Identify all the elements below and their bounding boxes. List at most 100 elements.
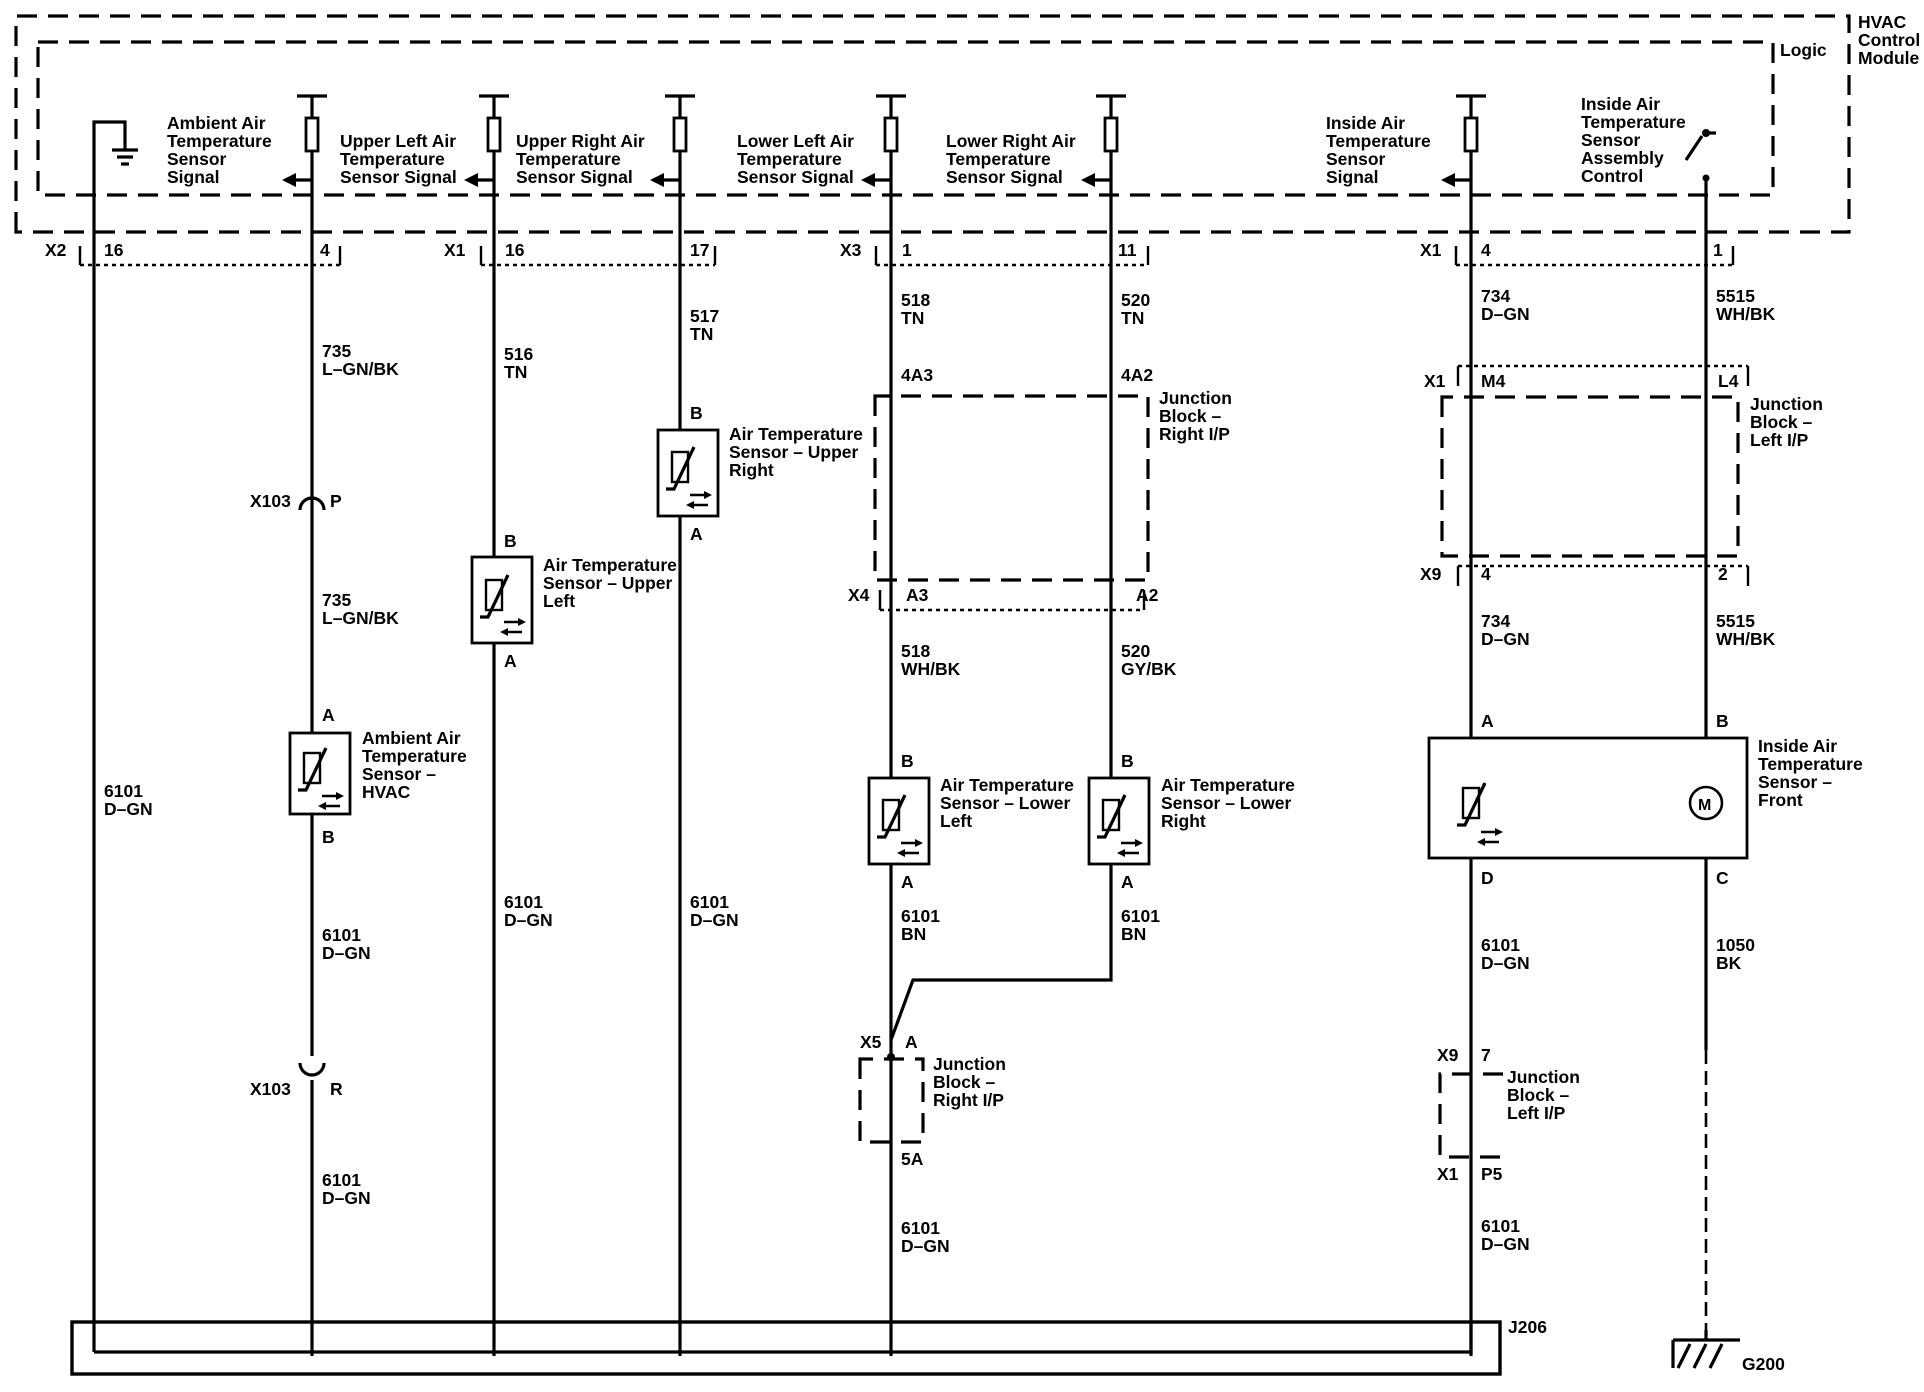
upper-right-pin-a: A — [690, 524, 703, 544]
upper-right-pin-b: B — [690, 403, 703, 423]
inside-pin-a: A — [1481, 711, 1494, 731]
connector-x1-a-pin-17: 17 — [690, 240, 709, 260]
inline-connector-x103-p: X103 P — [250, 491, 342, 543]
connector-x1-a-pin-16: 16 — [505, 240, 525, 260]
connector-x3-pin-1: 1 — [902, 240, 912, 260]
x1c-pin-p5: P5 — [1481, 1164, 1503, 1184]
upper-left-pin-b: B — [504, 531, 517, 551]
connector-x2-pin-16: 16 — [104, 240, 124, 260]
pullup-inside — [1441, 94, 1486, 232]
ground-g200-icon: G200 — [1671, 1330, 1785, 1374]
motor-letter: M — [1698, 797, 1711, 814]
lower-right-pin-b: B — [1121, 751, 1134, 771]
jbl-pin-l4: L4 — [1718, 371, 1739, 391]
pullup-lower-left — [861, 94, 906, 232]
jbl-x1-label: X1 — [1424, 371, 1446, 391]
x103-pin-p: P — [330, 491, 342, 511]
pullup-upper-left — [464, 94, 509, 232]
ambient-pin-b: B — [322, 827, 335, 847]
connector-x2-label: X2 — [45, 240, 67, 260]
lower-left-pin-a: A — [901, 872, 914, 892]
jbl-pin-m4: M4 — [1481, 371, 1506, 391]
x9-label: X9 — [1420, 564, 1442, 584]
connector-x1-b-pin-4: 4 — [1481, 240, 1491, 260]
connector-x3-label: X3 — [840, 240, 862, 260]
connector-x2-pin-4: 4 — [320, 240, 330, 260]
x9b-pin-7: 7 — [1481, 1045, 1491, 1065]
wires — [92, 160, 1708, 1356]
pullup-lower-right — [1081, 94, 1126, 232]
connector-x1-a-label: X1 — [444, 240, 466, 260]
x4-pin-a2: A2 — [1136, 585, 1159, 605]
connector-x1-b-label: X1 — [1420, 240, 1442, 260]
logic-label: Logic — [1780, 40, 1827, 60]
lower-left-pin-b: B — [901, 751, 914, 771]
inside-pin-b: B — [1716, 711, 1729, 731]
x4-pin-a3: A3 — [906, 585, 929, 605]
splice-pack-j206: J206 — [70, 1317, 1547, 1376]
jbr-pin-4a3: 4A3 — [901, 365, 933, 385]
pullup-upper-right — [650, 94, 695, 232]
pullup-ambient — [282, 94, 327, 232]
jbr-pin-4a2: 4A2 — [1121, 365, 1153, 385]
connector-x2: X2 16 4 — [45, 240, 342, 267]
inline-connector-x103-r: X103 R — [250, 1062, 343, 1099]
switch-inside-control-icon — [1684, 129, 1716, 232]
x1c-label: X1 — [1437, 1164, 1459, 1184]
x103-pin-r: R — [330, 1079, 343, 1099]
connector-x3-pin-11: 11 — [1118, 240, 1137, 260]
connector-x1-a: X1 16 17 — [444, 240, 717, 267]
x103-label-r: X103 — [250, 1079, 291, 1099]
x5-label: X5 — [860, 1032, 882, 1052]
x103-label-p: X103 — [250, 491, 291, 511]
splice-j206-label: J206 — [1508, 1317, 1547, 1337]
x9b-label: X9 — [1437, 1045, 1459, 1065]
x5-pin-5a: 5A — [901, 1149, 924, 1169]
x9-pin-4: 4 — [1481, 564, 1491, 584]
